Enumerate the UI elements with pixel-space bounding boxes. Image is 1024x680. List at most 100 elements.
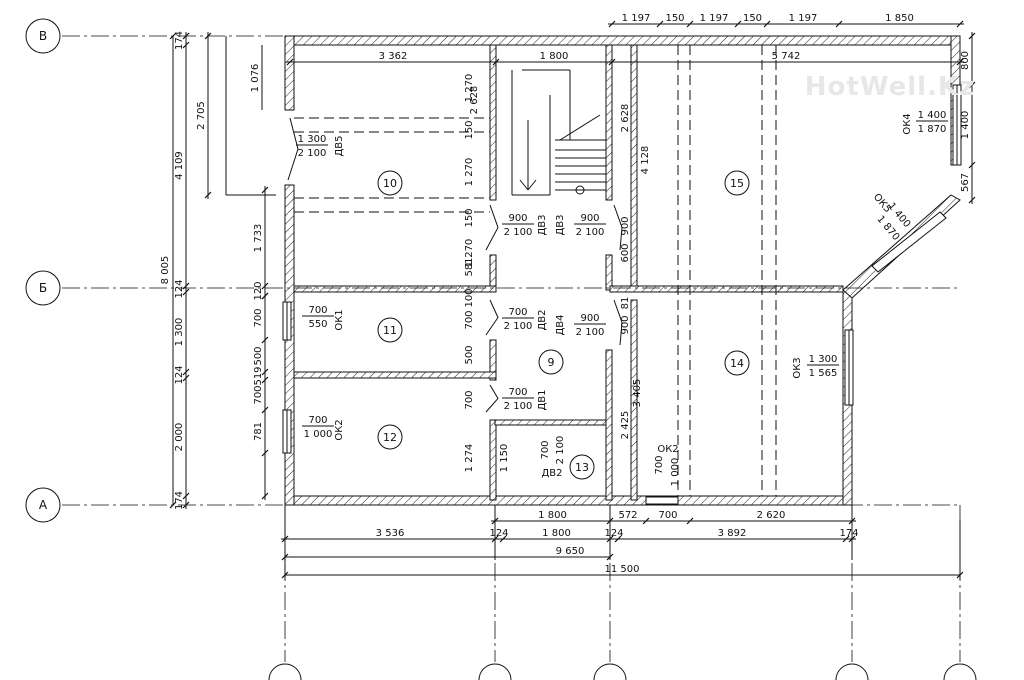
outer-wall-bottom bbox=[284, 495, 853, 506]
dimension-tick bbox=[204, 32, 212, 40]
door-leaf bbox=[485, 299, 499, 336]
interior-dimension: 2 425 bbox=[620, 411, 631, 440]
dimension-label: 1 197 bbox=[789, 13, 818, 24]
dimension-tick bbox=[169, 501, 177, 509]
dimension-tick bbox=[608, 58, 616, 66]
axis-marker-col bbox=[943, 663, 977, 680]
dimension-tick bbox=[656, 20, 664, 28]
dimension-label: 567 bbox=[960, 173, 971, 192]
stair-arrow-head bbox=[527, 179, 537, 191]
opening-height: 2 100 bbox=[298, 148, 327, 159]
window-ok5 bbox=[871, 211, 947, 273]
opening-height: 2 100 bbox=[576, 327, 605, 338]
dimension-label: 2 000 bbox=[174, 423, 185, 452]
dimension-tick bbox=[261, 449, 269, 457]
dimension-tick bbox=[182, 368, 190, 376]
dimension-tick bbox=[956, 20, 964, 28]
door-leaf bbox=[485, 384, 499, 413]
dimension-label: 174 bbox=[174, 491, 185, 510]
interior-dimension: 150 bbox=[464, 208, 475, 227]
opening-height: 1 000 bbox=[670, 458, 681, 487]
opening-width: 1 400 bbox=[918, 110, 947, 121]
dimension-label: 2 620 bbox=[757, 510, 786, 521]
dimension-label: 1 800 bbox=[542, 528, 571, 539]
dimension-label: 2 705 bbox=[196, 101, 207, 130]
dimension-tick bbox=[499, 535, 507, 543]
dimension-label: 1 197 bbox=[622, 13, 651, 24]
opening-code: ДВ1 bbox=[537, 389, 548, 410]
dimension-label: 519 bbox=[253, 366, 264, 385]
dimension-tick bbox=[182, 501, 190, 509]
dimension-label: 3 536 bbox=[376, 528, 405, 539]
dimension-total: 11 500 bbox=[605, 564, 640, 575]
dimension-tick bbox=[492, 58, 500, 66]
interior-dimension: 500 bbox=[464, 345, 475, 364]
interior-dimension: 2 628 bbox=[469, 86, 480, 115]
interior-dimension: 1 270 bbox=[464, 239, 475, 268]
room-9 bbox=[538, 349, 564, 375]
dimension-tick bbox=[968, 32, 976, 40]
dimension-label: 174 bbox=[839, 528, 858, 539]
interior-dimension: 3 405 bbox=[632, 379, 643, 408]
wall-room13-left bbox=[489, 419, 497, 501]
dimension-label: 781 bbox=[253, 422, 264, 441]
dimension-label: 700 bbox=[253, 308, 264, 327]
opening-width: 1 300 bbox=[298, 134, 327, 145]
dimension-tick bbox=[182, 288, 190, 296]
dimension-label: 700 bbox=[658, 510, 677, 521]
dimension-label: 500 bbox=[253, 346, 264, 365]
opening-height: 2 100 bbox=[504, 401, 533, 412]
opening-width: 700 bbox=[308, 415, 327, 426]
window-ok2-bottom bbox=[645, 496, 679, 505]
stair-start-marker bbox=[575, 185, 585, 195]
dimension-label: 4 109 bbox=[174, 151, 185, 180]
opening-code: ОК1 bbox=[334, 309, 345, 330]
interior-dimension: 1 270 bbox=[464, 74, 475, 103]
dimension-tick bbox=[968, 161, 976, 169]
stair-run-line bbox=[559, 114, 601, 141]
wall-stair-right-mid bbox=[605, 254, 613, 291]
opening-code: ОК4 bbox=[902, 113, 913, 134]
dimension-tick bbox=[763, 20, 771, 28]
dimension-tick bbox=[968, 196, 976, 204]
wall-room15-bottom bbox=[609, 285, 844, 293]
interior-dimension: 150 bbox=[464, 120, 475, 139]
dimension-label: 800 bbox=[960, 51, 971, 70]
room-9-label: 9 bbox=[548, 356, 555, 369]
dimension-label: 1 800 bbox=[538, 510, 567, 521]
interior-dimension: 4 128 bbox=[640, 146, 651, 175]
outer-wall-top bbox=[284, 35, 961, 46]
dimension-label: 120 bbox=[253, 281, 264, 300]
opening-width: 700 bbox=[654, 455, 665, 474]
opening-height: 2 100 bbox=[504, 227, 533, 238]
dimension-tick bbox=[182, 374, 190, 382]
stair-arrow-head bbox=[519, 179, 529, 191]
dimension-tick bbox=[614, 535, 622, 543]
dimension-label: 174 bbox=[174, 31, 185, 50]
opening-code: ОК2 bbox=[657, 444, 678, 455]
opening-height: 1 870 bbox=[918, 124, 947, 135]
dimension-tick bbox=[261, 376, 269, 384]
dimension-tick bbox=[261, 406, 269, 414]
room-10-label: 10 bbox=[383, 177, 397, 190]
dimension-tick bbox=[968, 81, 976, 89]
dimension-tick bbox=[261, 282, 269, 290]
dimension-total: 8 005 bbox=[160, 256, 171, 285]
dimension-label: 1 197 bbox=[700, 13, 729, 24]
axis-marker-col bbox=[835, 663, 869, 680]
interior-dimension: 2 628 bbox=[620, 104, 631, 133]
dimension-tick bbox=[642, 517, 650, 525]
dimension-label: 5 742 bbox=[772, 51, 801, 62]
opening-height: 550 bbox=[308, 319, 327, 330]
wall-stair-left-mid bbox=[489, 254, 497, 291]
room-13-label: 13 bbox=[575, 461, 589, 474]
opening-height: 2 100 bbox=[504, 321, 533, 332]
interior-dimension: 900 bbox=[620, 216, 631, 235]
wall-room11-bottom bbox=[293, 371, 497, 379]
outer-wall-left-lower bbox=[284, 184, 295, 506]
room-10 bbox=[377, 170, 403, 196]
wall-room10-bottom bbox=[293, 285, 497, 293]
opening-width: 700 bbox=[308, 305, 327, 316]
